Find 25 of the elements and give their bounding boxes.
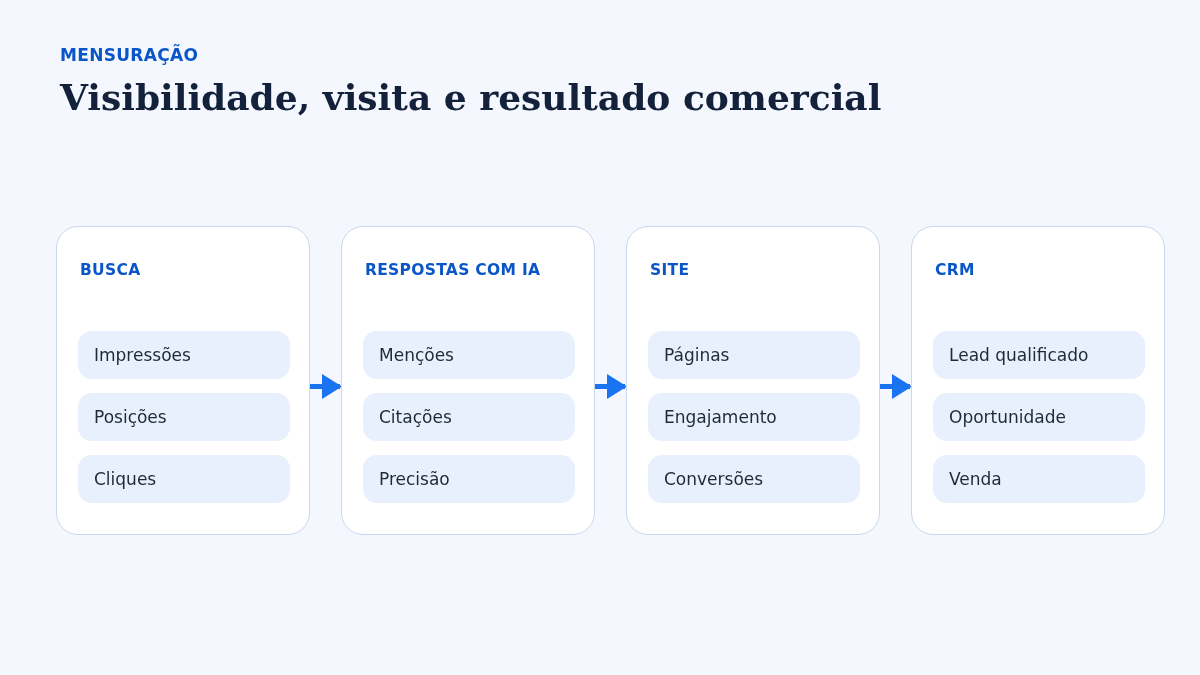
metric-pill: Conversões [648,455,860,503]
metric-pill: Precisão [363,455,575,503]
metric-pill: Páginas [648,331,860,379]
stage-heading: RESPOSTAS COM IA [365,261,541,279]
metric-pill: Posições [78,393,290,441]
metric-pill: Menções [363,331,575,379]
section-kicker: MENSURAÇÃO [60,45,199,65]
stage-card [626,226,880,535]
arrow [880,374,912,399]
metric-pill: Engajamento [648,393,860,441]
slide-title: Visibilidade, visita e resultado comercial [60,76,882,118]
stage-card [911,226,1165,535]
metric-pill: Lead qualificado [933,331,1145,379]
stage-heading: BUSCA [80,261,141,279]
arrow [595,374,627,399]
metric-pill: Venda [933,455,1145,503]
stage-heading: SITE [650,261,690,279]
metric-pill: Impressões [78,331,290,379]
metric-pill: Oportunidade [933,393,1145,441]
stage-card [341,226,595,535]
metric-pill: Cliques [78,455,290,503]
metric-pill: Citações [363,393,575,441]
arrow [310,374,342,399]
stage-heading: CRM [935,261,975,279]
stage-card [56,226,310,535]
